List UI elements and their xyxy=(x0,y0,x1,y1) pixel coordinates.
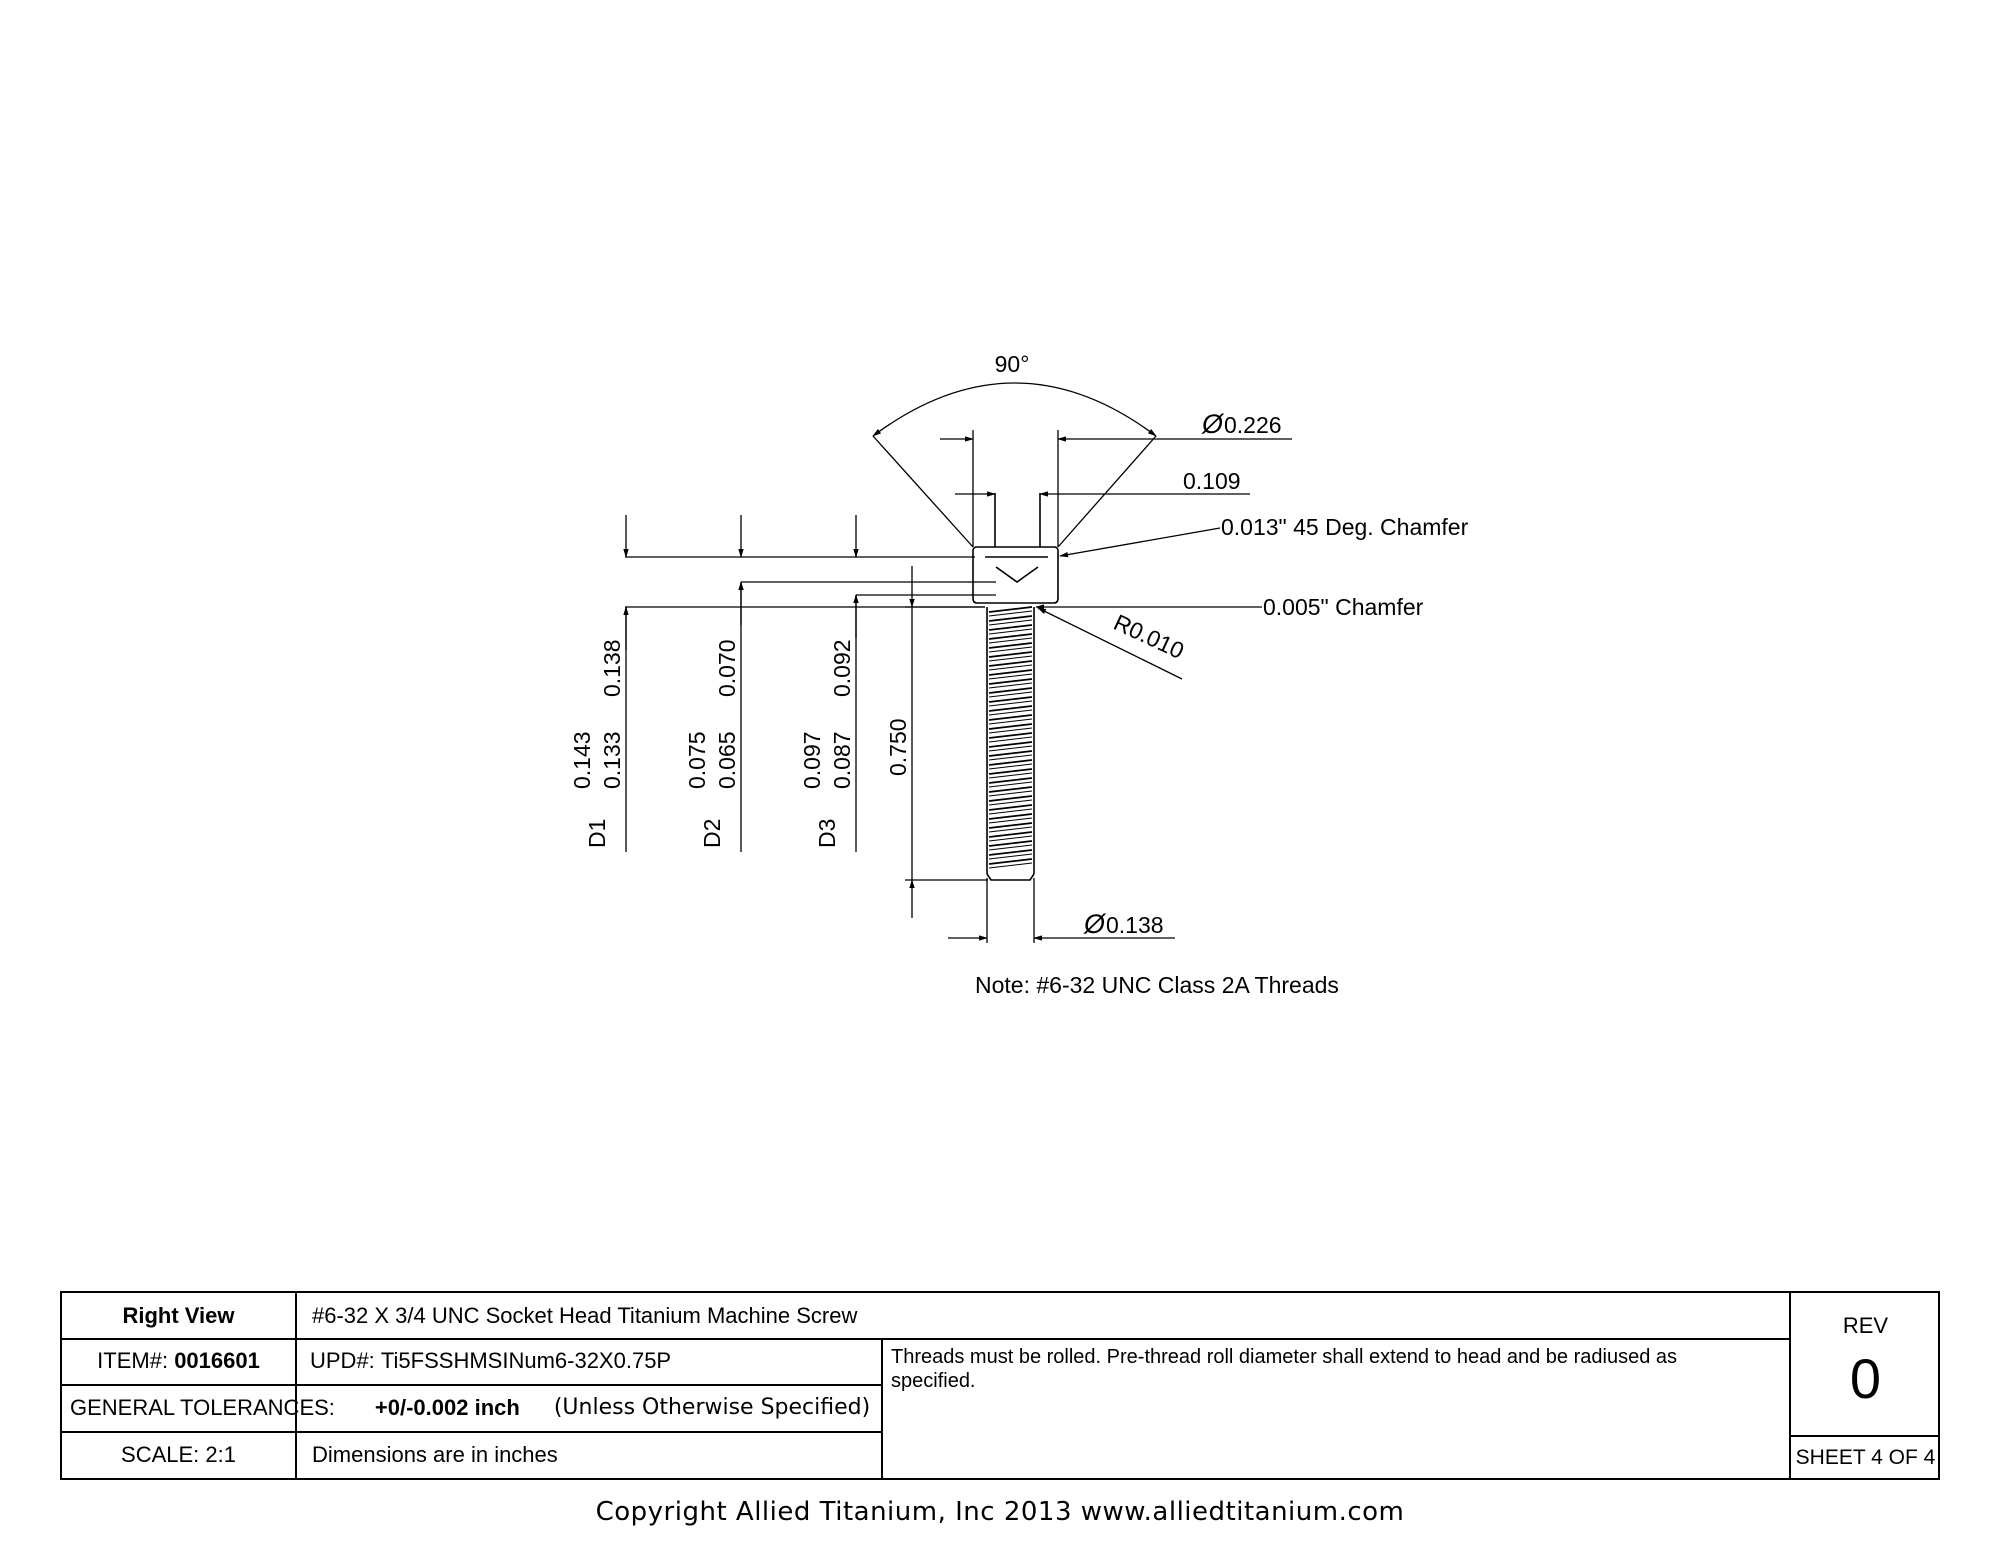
d3-dimension-text: 0.092 0.087 0.097 D3 xyxy=(799,639,855,848)
length-dimension xyxy=(905,566,988,918)
screw-outline xyxy=(972,493,1059,881)
general-tolerances: GENERAL TOLERANCES: +0/-0.002 inch (Unle… xyxy=(70,1384,880,1431)
units-label: Dimensions are in inches xyxy=(312,1441,558,1467)
length-label: 0.750 xyxy=(885,718,911,776)
tolerances-label: GENERAL TOLERANCES: xyxy=(70,1394,335,1420)
thread-pattern xyxy=(988,606,1033,869)
head-diameter-dimension xyxy=(940,430,1292,547)
angle-dimension xyxy=(872,382,1157,548)
d1-max: 0.143 xyxy=(569,731,595,789)
diameter-symbol: Ø xyxy=(1083,909,1107,939)
upd-label: UPD#: xyxy=(310,1348,375,1373)
d2-min: 0.065 xyxy=(714,731,740,789)
chamfer-leaders xyxy=(1035,527,1262,680)
item-number: ITEM#: 0016601 xyxy=(62,1338,295,1384)
d2-dimension-text: 0.070 0.065 0.075 D2 xyxy=(684,639,740,848)
d2-name: D2 xyxy=(699,819,725,848)
notes-text: Threads must be rolled. Pre-thread roll … xyxy=(891,1346,1678,1392)
rev-value: 0 xyxy=(1849,1346,1882,1410)
thread-note: Note: #6-32 UNC Class 2A Threads xyxy=(975,972,1339,998)
radius-label: R0.010 xyxy=(1110,609,1188,664)
d1-name: D1 xyxy=(584,819,610,848)
diameter-symbol: Ø xyxy=(1201,409,1225,439)
d3-nominal: 0.092 xyxy=(829,639,855,697)
item-value: 0016601 xyxy=(174,1348,260,1373)
part-title: #6-32 X 3/4 UNC Socket Head Titanium Mac… xyxy=(312,1302,858,1328)
upd-value: Ti5FSSHMSINum6-32X0.75P xyxy=(380,1348,672,1373)
d2-nominal: 0.070 xyxy=(714,639,740,697)
head-chamfer-label: 0.013" 45 Deg. Chamfer xyxy=(1221,514,1469,540)
item-label: ITEM#: xyxy=(97,1348,169,1373)
d3-name: D3 xyxy=(814,819,840,848)
rev-label: REV xyxy=(1842,1313,1889,1338)
d1-dimension-text: 0.138 0.133 0.143 D1 xyxy=(569,639,625,848)
d3-min: 0.087 xyxy=(829,731,855,789)
copyright: Copyright Allied Titanium, Inc 2013 www.… xyxy=(595,1497,1405,1527)
head-diameter-label: 0.226 xyxy=(1224,412,1282,438)
d2-max: 0.075 xyxy=(684,731,710,789)
title-block: Right View #6-32 X 3/4 UNC Socket Head T… xyxy=(60,1291,1940,1480)
d1-nominal: 0.138 xyxy=(599,639,625,697)
d1-min: 0.133 xyxy=(599,731,625,789)
d-dimension-lines xyxy=(623,515,996,852)
socket-diameter-label: 0.109 xyxy=(1183,468,1241,494)
sheet-label: SHEET 4 OF 4 xyxy=(1795,1446,1936,1469)
d3-max: 0.097 xyxy=(799,731,825,789)
major-diameter-dimension xyxy=(948,878,1175,943)
shoulder-chamfer-label: 0.005" Chamfer xyxy=(1263,594,1424,620)
tolerances-note: (Unless Otherwise Specified) xyxy=(553,1395,871,1420)
upd-number: UPD#: Ti5FSSHMSINum6-32X0.75P xyxy=(310,1338,880,1384)
tolerances-value: +0/-0.002 inch xyxy=(374,1394,520,1420)
major-diameter-label: 0.138 xyxy=(1106,912,1164,938)
scale-label: SCALE: 2:1 xyxy=(121,1441,236,1467)
view-label: Right View xyxy=(122,1302,235,1328)
angle-label: 90° xyxy=(995,351,1030,377)
